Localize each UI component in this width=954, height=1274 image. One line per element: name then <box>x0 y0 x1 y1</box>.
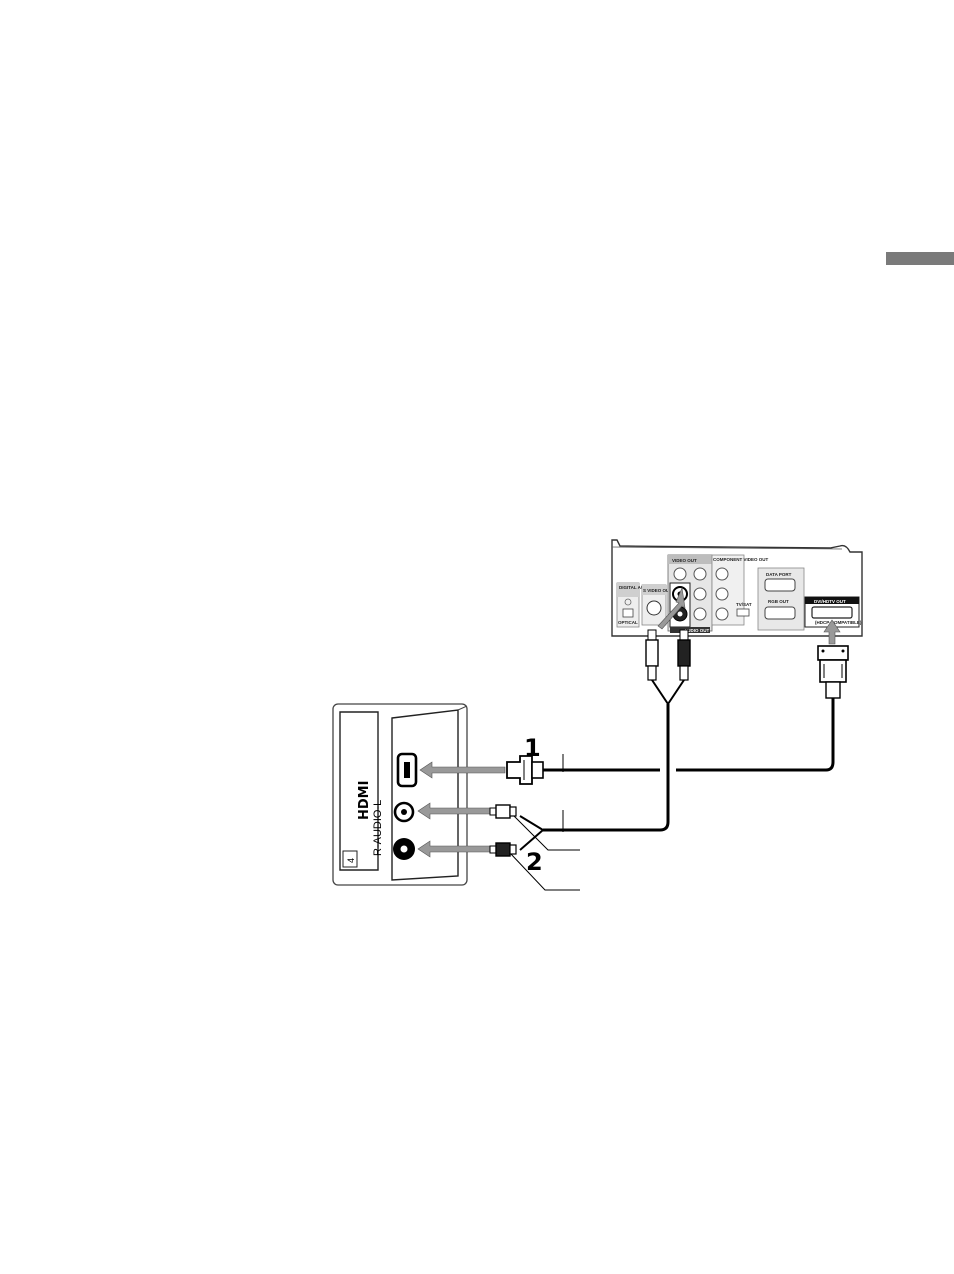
optical-label: OPTICAL <box>618 620 638 625</box>
rgb-out-icon <box>764 606 796 620</box>
hdmi-dvi-cable <box>543 698 835 772</box>
step-2-label: 2 <box>526 848 543 876</box>
audio-out-label: AUDIO OUT <box>684 628 710 633</box>
component-label: COMPONENT VIDEO OUT <box>713 557 769 562</box>
dvi-sub-label: (HDCP-COMPATIBLE) <box>815 620 862 625</box>
thumb-tab <box>886 252 954 265</box>
svideo-port-icon <box>646 600 662 616</box>
video-out-label: VIDEO OUT <box>672 558 697 563</box>
data-port-icon <box>764 578 796 592</box>
input-number: 4 <box>346 858 356 863</box>
tv-side-panel: HDMI R-AUDIO-L 4 <box>332 703 468 886</box>
rca-plug-red-tv-icon <box>489 842 517 857</box>
tv-sat-switch <box>736 608 750 617</box>
rca-plug-white-device-icon <box>645 629 659 681</box>
svideo-label: S VIDEO OUT <box>643 588 672 593</box>
optical-port-icon <box>622 608 634 618</box>
rca-plug-red-device-icon <box>677 629 691 681</box>
rca-plug-white-tv-icon <box>489 804 517 819</box>
hdmi-arrow <box>419 761 506 779</box>
digital-audio-label: DIGITAL AUDIO OUT <box>619 585 663 590</box>
audio-cable <box>543 704 670 832</box>
callout-line-4 <box>509 852 580 891</box>
rgb-out-label: RGB OUT <box>768 599 789 604</box>
dvi-arrow <box>823 619 841 645</box>
callout-line-3 <box>512 814 580 851</box>
hdmi-logo: HDMI <box>357 781 372 820</box>
dvi-port-icon <box>811 606 853 619</box>
data-port-label: DATA PORT <box>766 572 792 577</box>
switch-label: TV/SAT <box>736 602 752 607</box>
dvi-label: DVI/HDTV OUT <box>814 599 846 604</box>
device-rear-panel: DIGITAL AUDIO OUT OPTICAL S VIDEO OUT VI… <box>611 539 863 637</box>
cables <box>509 679 835 891</box>
hdmi-plug-icon <box>506 755 544 785</box>
step-1-label: 1 <box>524 734 541 762</box>
device-audio-arrow <box>657 586 686 630</box>
dvi-plug-icon <box>817 645 849 699</box>
audio-label: R-AUDIO-L <box>372 800 384 856</box>
